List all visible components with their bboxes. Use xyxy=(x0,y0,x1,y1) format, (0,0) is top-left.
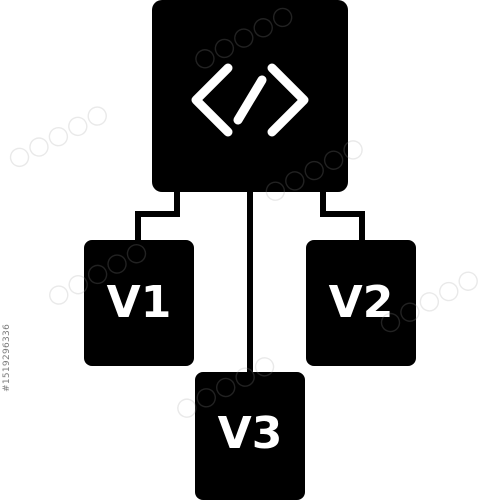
v1-box xyxy=(84,240,194,366)
code-brackets-icon xyxy=(191,63,309,137)
v2-label: V2 xyxy=(329,277,394,328)
root-node xyxy=(152,0,348,192)
v3-label: V3 xyxy=(218,408,283,459)
v3-box xyxy=(195,372,305,500)
connector-lines xyxy=(135,192,365,372)
v2-node: V2 xyxy=(306,240,416,366)
connector-root-v2 xyxy=(320,192,365,240)
stock-id-label: #1519296336 xyxy=(2,323,12,392)
v1-node: V1 xyxy=(84,240,194,366)
v3-node: V3 xyxy=(195,372,305,500)
v1-label: V1 xyxy=(107,277,172,328)
v2-box xyxy=(306,240,416,366)
connector-root-v1 xyxy=(135,192,180,240)
